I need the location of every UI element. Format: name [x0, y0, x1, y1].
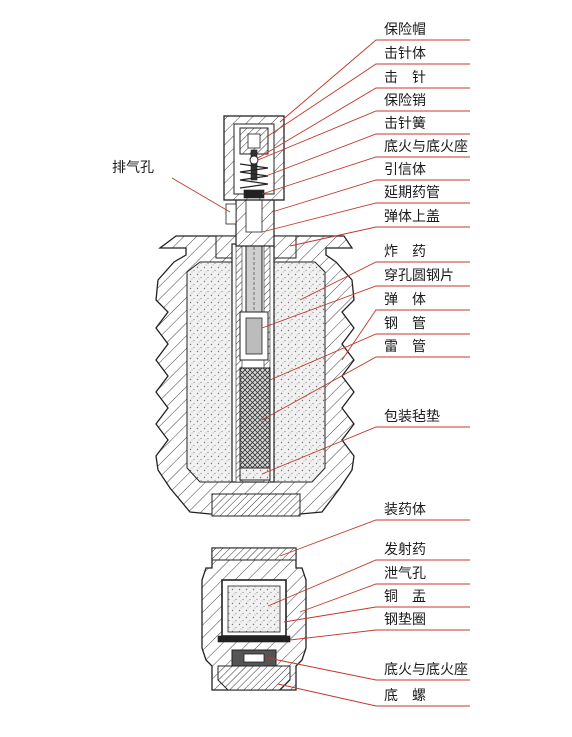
label-copper-cup: 铜 盂 — [384, 589, 426, 605]
propellant — [227, 585, 281, 633]
grenade-body-section — [155, 231, 355, 517]
label-detonator: 雷 管 — [384, 339, 426, 355]
label-vent-hole: 泄气孔 — [384, 566, 426, 582]
label-striker-body: 击针体 — [384, 46, 426, 62]
charge-thread — [211, 547, 297, 561]
label-safety-pin: 保险销 — [384, 93, 426, 109]
label-charge-body: 装药体 — [384, 502, 426, 518]
label-bottom-primer-and-seat: 底火与底火座 — [384, 662, 468, 678]
label-safety-cap: 保险帽 — [384, 22, 426, 38]
label-fuze-body: 引信体 — [384, 162, 426, 178]
striker-spring — [239, 163, 269, 189]
label-perforated-disc: 穿孔圆钢片 — [384, 268, 454, 284]
label-bottom-screw: 底 螺 — [384, 688, 426, 704]
label-body-top-cover: 弹体上盖 — [384, 209, 440, 225]
safety-pin — [249, 155, 259, 165]
label-delay-tube: 延期药管 — [384, 185, 440, 201]
fuze-assembly — [223, 115, 285, 247]
label-felt-pad: 包装毡垫 — [384, 409, 440, 425]
felt-pad — [239, 467, 271, 481]
leader-lines — [171, 39, 470, 707]
label-propellant: 发射药 — [384, 542, 426, 558]
label-primer-and-seat: 底火与底火座 — [384, 139, 468, 155]
label-striker-pin: 击 针 — [384, 70, 426, 86]
label-grenade-body: 弹 体 — [384, 292, 426, 308]
label-explosive: 炸 药 — [384, 244, 426, 260]
striker-pin — [250, 149, 258, 181]
label-striker-spring: 击针簧 — [384, 116, 426, 132]
steel-washer — [217, 635, 291, 643]
label-exhaust-hole: 排气孔 — [112, 160, 154, 176]
propellant-charge-section — [201, 547, 307, 691]
body-bottom-thread — [211, 493, 301, 517]
bottom-screw — [217, 665, 291, 691]
label-steel-washer: 钢垫圈 — [384, 612, 426, 628]
primer — [243, 189, 265, 199]
label-steel-tube: 钢 管 — [384, 316, 426, 332]
